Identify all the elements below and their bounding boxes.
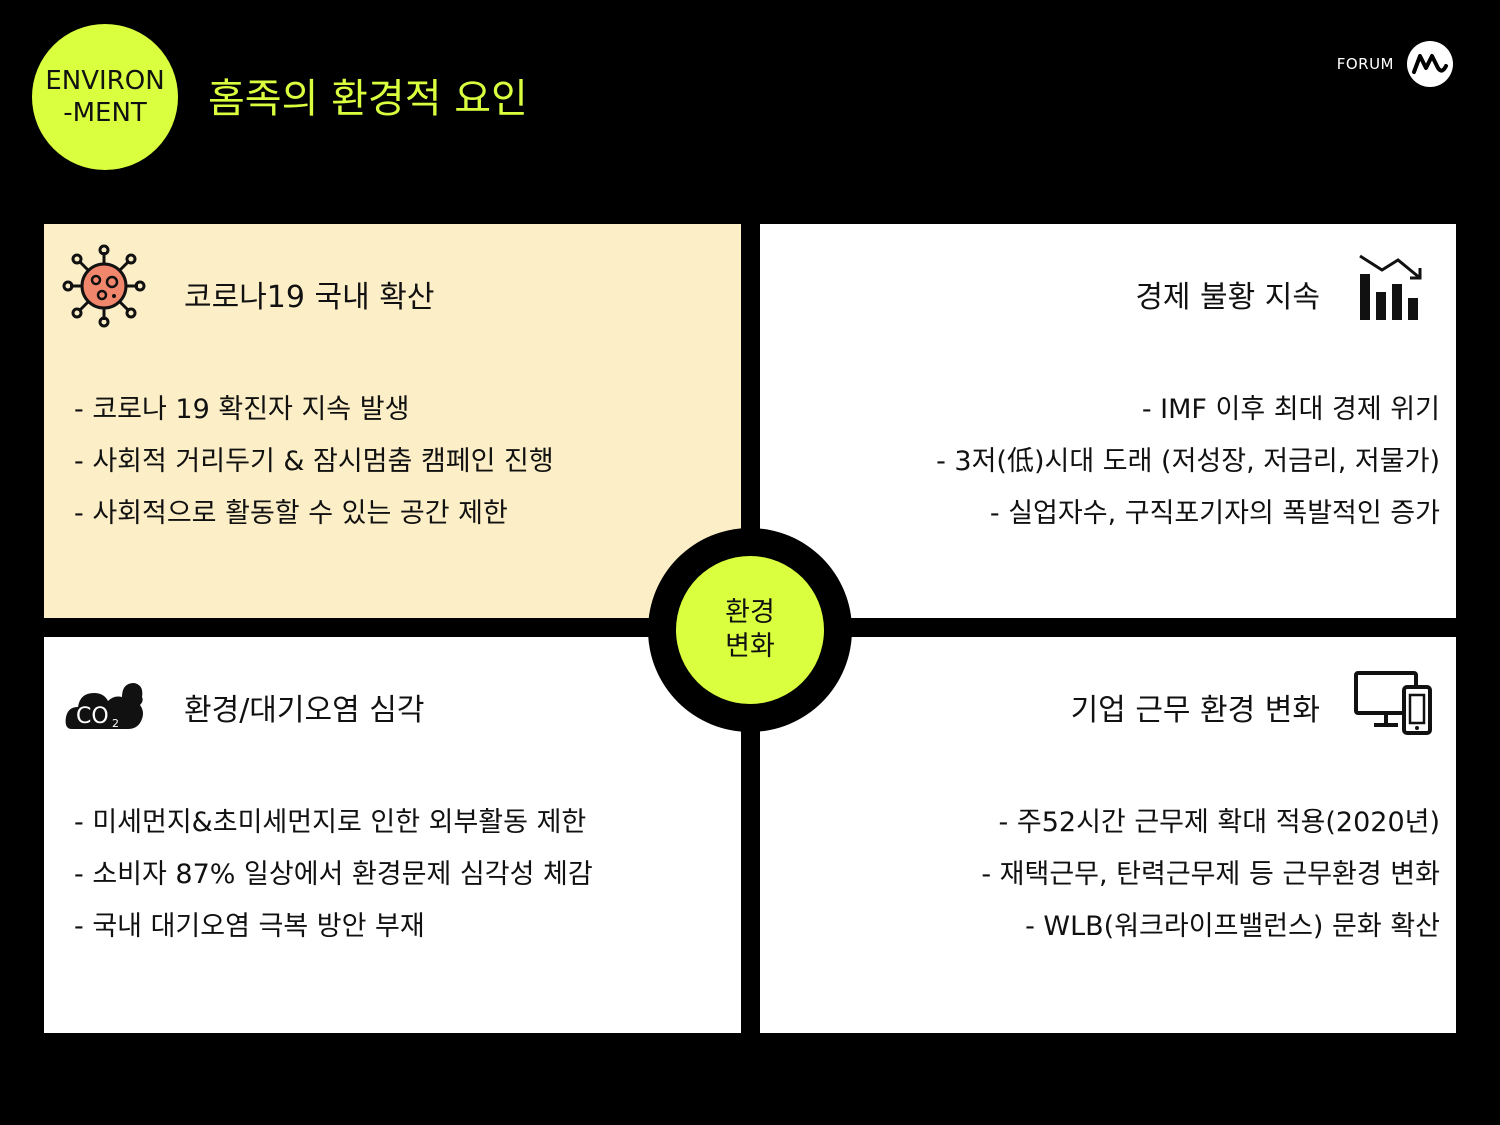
bullet-list: - IMF 이후 최대 경제 위기 - 3저(低)시대 도래 (저성장, 저금리… xyxy=(936,384,1440,540)
bullet-list: - 코로나 19 확진자 지속 발생 - 사회적 거리두기 & 잠시멈춤 캠페인… xyxy=(74,384,554,540)
list-item: - WLB(워크라이프밸런스) 문화 확산 xyxy=(1025,911,1440,942)
panel-covid: 코로나19 국내 확산 - 코로나 19 확진자 지속 발생 - 사회적 거리두… xyxy=(44,224,741,618)
list-item: - 코로나 19 확진자 지속 발생 xyxy=(74,394,410,425)
brand: FORUM xyxy=(1337,40,1454,88)
environment-badge: ENVIRON -MENT xyxy=(32,24,178,170)
list-item: - 국내 대기오염 극복 방안 부재 xyxy=(74,911,425,942)
co2-cloud-icon: CO 2 xyxy=(65,683,143,730)
panel-pollution: CO 2 환경/대기오염 심각 - 미세먼지&초미세먼지로 인한 외부활동 제한… xyxy=(44,637,741,1033)
co2-subscript: 2 xyxy=(112,717,119,730)
center-line-2: 변화 xyxy=(725,631,775,662)
declining-bar-chart-icon xyxy=(1359,254,1422,320)
center-line-1: 환경 xyxy=(725,597,775,628)
list-item: - 사회적으로 활동할 수 있는 공간 제한 xyxy=(74,498,508,529)
list-item: - 재택근무, 탄력근무제 등 근무환경 변화 xyxy=(981,859,1440,890)
monitor-tablet-icon xyxy=(1354,671,1432,735)
bullet-list: - 미세먼지&초미세먼지로 인한 외부활동 제한 - 소비자 87% 일상에서 … xyxy=(74,797,593,953)
panel-heading: 경제 불황 지속 xyxy=(1135,280,1320,315)
list-item: - 소비자 87% 일상에서 환경문제 심각성 체감 xyxy=(74,859,593,890)
virus-icon xyxy=(62,244,146,328)
list-item: - 3저(低)시대 도래 (저성장, 저금리, 저물가) xyxy=(936,446,1440,477)
list-item: - 미세먼지&초미세먼지로 인한 외부활동 제한 xyxy=(74,807,587,838)
badge-line-1: ENVIRON xyxy=(45,66,165,96)
badge-line-2: -MENT xyxy=(63,98,147,128)
panel-heading: 코로나19 국내 확산 xyxy=(184,280,435,315)
center-circle: 환경 변화 xyxy=(648,528,852,732)
center-label: 환경 변화 xyxy=(676,556,824,704)
panel-work-environment: 기업 근무 환경 변화 - 주52시간 근무제 확대 적용(2020년) - 재… xyxy=(760,637,1456,1033)
list-item: - 실업자수, 구직포기자의 폭발적인 증가 xyxy=(989,498,1440,529)
bullet-list: - 주52시간 근무제 확대 적용(2020년) - 재택근무, 탄력근무제 등… xyxy=(981,797,1440,953)
list-item: - IMF 이후 최대 경제 위기 xyxy=(1141,394,1440,425)
brand-text: FORUM xyxy=(1336,55,1394,73)
panel-heading: 기업 근무 환경 변화 xyxy=(1070,693,1320,728)
co2-label: CO xyxy=(76,704,109,729)
list-item: - 주52시간 근무제 확대 적용(2020년) xyxy=(998,807,1440,838)
list-item: - 사회적 거리두기 & 잠시멈춤 캠페인 진행 xyxy=(74,446,554,477)
forum-logo-icon xyxy=(1407,41,1453,87)
panel-economy: 경제 불황 지속 - IMF 이후 최대 경제 위기 - 3저(低)시대 도래 … xyxy=(760,224,1456,618)
page-title: 홈족의 환경적 요인 xyxy=(208,76,528,122)
panel-heading: 환경/대기오염 심각 xyxy=(184,693,425,728)
